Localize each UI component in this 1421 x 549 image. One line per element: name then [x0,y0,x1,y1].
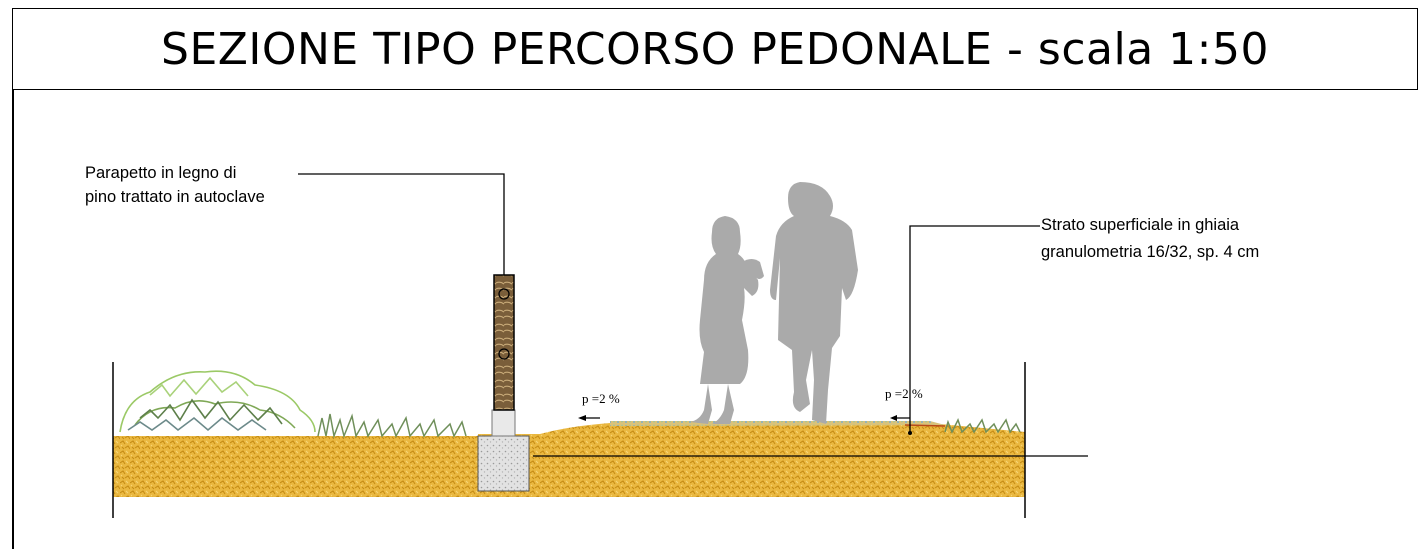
title-block: SEZIONE TIPO PERCORSO PEDONALE - scala 1… [12,8,1418,90]
soil-layer [113,423,1025,497]
parapet-label-line2: pino trattato in autoclave [85,188,265,206]
shrub [119,370,316,433]
grass-right [944,418,1021,434]
grass-left [317,413,467,439]
post-foundation [477,435,530,492]
gravel-label-line1: Strato superficiale in ghiaia [1041,216,1240,234]
gravel-edge-line [904,424,946,427]
gravel-leader-line [909,225,1040,432]
gravel-label-line2: granulometria 16/32, sp. 4 cm [1041,243,1260,261]
slope-label-right: p =2 % [885,386,923,401]
sheet-left-border [12,89,14,549]
post-bolt-top [498,288,510,300]
man-silhouette [770,182,858,424]
wooden-post [493,274,515,411]
page-title: SEZIONE TIPO PERCORSO PEDONALE - scala 1… [161,23,1269,75]
parapet-leader-line [298,173,505,275]
parapet-label-line1: Parapetto in legno di [85,164,237,182]
slope-label-left: p =2 % [582,391,620,406]
post-bolt-bottom [498,348,510,360]
post-base-plate [491,409,516,437]
woman-silhouette [690,216,764,424]
